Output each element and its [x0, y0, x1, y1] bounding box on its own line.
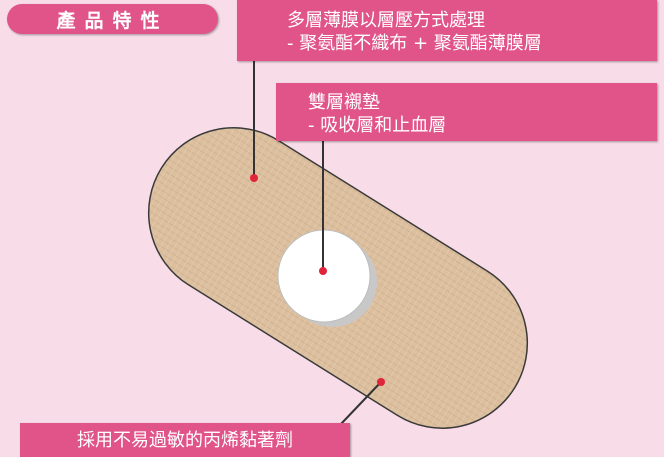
callout-pad-line1: 雙層襯墊	[308, 92, 380, 113]
callout-pad-line2: - 吸收層和止血層	[308, 115, 447, 136]
leader-line-adhesive	[339, 381, 382, 426]
callout-adhesive-text: 採用不易過敏的丙烯黏著劑	[77, 429, 293, 451]
marker-dot-adhesive	[377, 378, 385, 386]
marker-dot-pad	[319, 267, 327, 275]
callout-adhesive: 採用不易過敏的丙烯黏著劑	[20, 423, 350, 457]
callout-double-pad: 雙層襯墊 - 吸收層和止血層	[276, 83, 657, 141]
product-features-title: 產品特性	[7, 4, 218, 34]
marker-dot-layer	[250, 174, 258, 182]
callout-layer-line2: - 聚氨酯不織布 + 聚氨酯薄膜層	[287, 33, 542, 54]
callout-layer-lamination: 多層薄膜以層壓方式處理 - 聚氨酯不織布 + 聚氨酯薄膜層	[237, 0, 657, 61]
callout-layer-line1: 多層薄膜以層壓方式處理	[287, 10, 485, 31]
